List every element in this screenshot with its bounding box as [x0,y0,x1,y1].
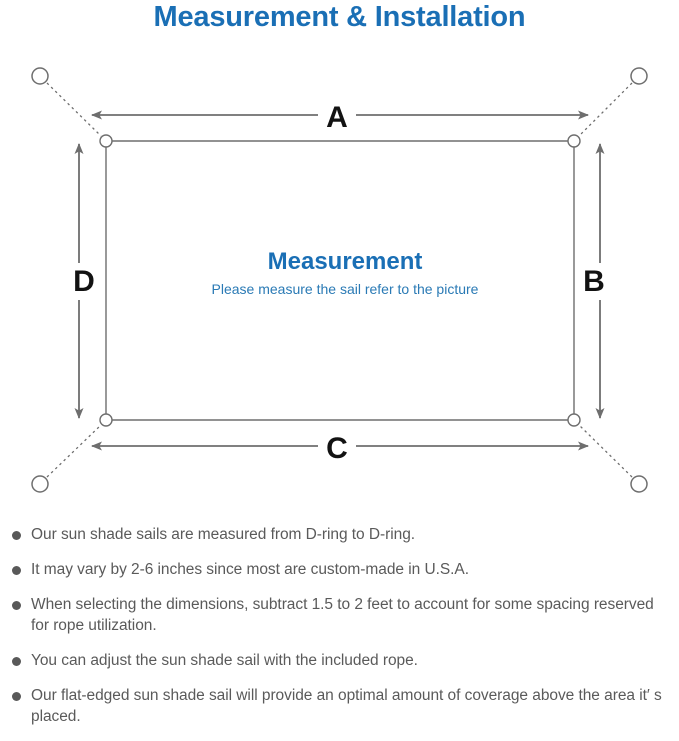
d-rings [99,134,581,427]
list-item: Our sun shade sails are measured from D-… [0,524,679,545]
list-item-text: When selecting the dimensions, subtract … [31,596,654,634]
anchor-top-right-icon [630,67,648,85]
list-item: It may vary by 2-6 inches since most are… [0,559,679,580]
sun-shade-sail-measurement-diagram: A C D B Measurement Please measure the s… [31,67,648,493]
list-item-text: Our sun shade sails are measured from D-… [31,526,416,543]
page-title: Measurement & Installation [153,1,526,33]
dimension-label-d: D [73,265,95,298]
bullet-icon [12,692,21,701]
list-item-text: Our flat-edged sun shade sail will provi… [31,687,662,725]
list-item: Our flat-edged sun shade sail will provi… [0,685,679,727]
bullet-icon [12,657,21,666]
list-item: When selecting the dimensions, subtract … [0,594,679,636]
rope-lines [46,82,633,478]
d-ring-bottom-left-icon [99,413,113,427]
list-item: You can adjust the sun shade sail with t… [0,650,679,671]
rope-bottom-right [578,424,633,478]
d-ring-top-right-icon [567,134,581,148]
bullet-icon [12,566,21,575]
anchor-top-left-icon [31,67,49,85]
diagram-center-title: Measurement [268,248,423,275]
list-item-text: It may vary by 2-6 inches since most are… [31,561,469,578]
list-item-text: You can adjust the sun shade sail with t… [31,652,418,669]
d-ring-top-left-icon [99,134,113,148]
bullet-icon [12,531,21,540]
rope-top-right [578,82,633,137]
bullet-icon [12,601,21,610]
dimension-label-a: A [326,101,348,134]
sail-rectangle [105,140,575,421]
dimension-label-b: B [583,265,605,298]
anchor-bottom-right-icon [630,475,648,493]
anchor-points [31,67,648,493]
notes-list: Our sun shade sails are measured from D-… [0,524,679,741]
rope-bottom-left [46,424,102,478]
anchor-bottom-left-icon [31,475,49,493]
rope-top-left [46,82,102,137]
dimension-label-c: C [326,432,348,465]
d-ring-bottom-right-icon [567,413,581,427]
diagram-center-subtitle: Please measure the sail refer to the pic… [212,281,479,297]
